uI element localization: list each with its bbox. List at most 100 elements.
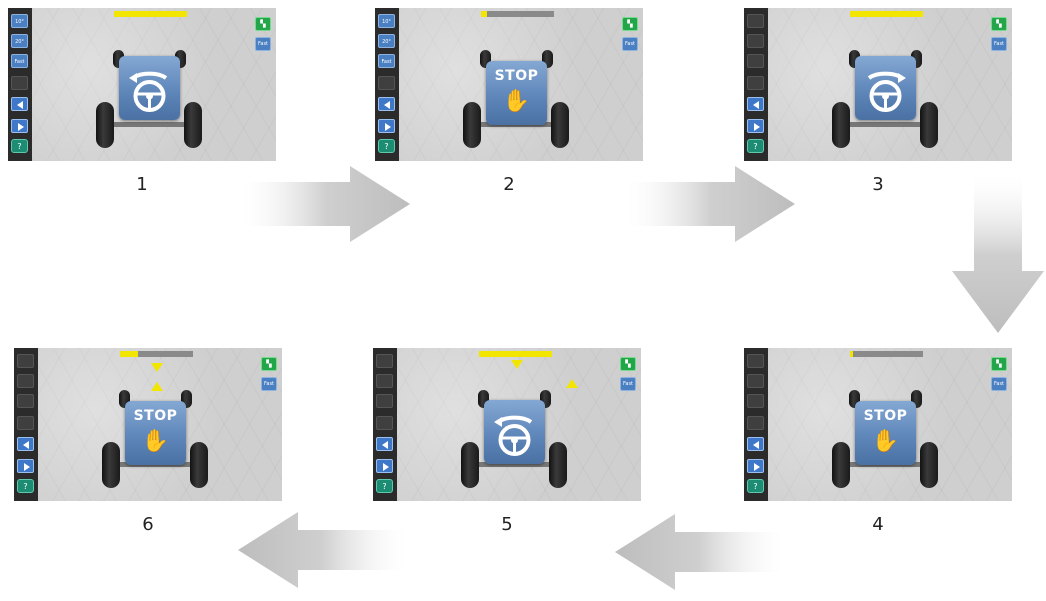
blank-button[interactable] xyxy=(747,54,764,68)
blank-button[interactable] xyxy=(17,394,34,408)
blank-button[interactable] xyxy=(378,76,395,90)
alignment-marker-top xyxy=(511,360,523,369)
help-icon: ? xyxy=(12,140,27,154)
progress-fill xyxy=(479,351,552,357)
step-6: ? ▚ Fast STOP ✋ 6 xyxy=(14,348,282,501)
help-button[interactable]: ? xyxy=(747,139,764,153)
car-diagram xyxy=(459,384,569,492)
forward-button[interactable] xyxy=(747,459,764,473)
stop-tile: STOP ✋ xyxy=(855,401,916,465)
blank-button[interactable] xyxy=(747,354,764,368)
flow-arrow-left-icon xyxy=(613,512,783,592)
blank-button[interactable] xyxy=(11,76,28,90)
right-toolbar: ▚ Fast xyxy=(261,357,277,397)
back-button[interactable] xyxy=(747,97,764,111)
arrow-left-icon xyxy=(384,101,390,109)
progress-fill xyxy=(120,351,138,357)
wheel-alignment-icon[interactable]: ▚ xyxy=(991,357,1007,371)
alignment-marker-top xyxy=(151,363,163,372)
fast-toggle-button[interactable]: Fast xyxy=(261,377,277,391)
wheel-alignment-icon[interactable]: ▚ xyxy=(255,17,271,31)
blank-button[interactable] xyxy=(376,354,393,368)
back-button[interactable] xyxy=(378,97,395,111)
rear-left-wheel xyxy=(832,102,850,148)
right-toolbar: ▚ Fast xyxy=(991,357,1007,397)
forward-button[interactable] xyxy=(11,119,28,133)
step-5: ? ▚ Fast 5 xyxy=(373,348,641,501)
right-toolbar: ▚ Fast xyxy=(991,17,1007,57)
help-button[interactable]: ? xyxy=(17,479,34,493)
arrow-right-icon xyxy=(18,123,24,131)
forward-button[interactable] xyxy=(17,459,34,473)
forward-button[interactable] xyxy=(747,119,764,133)
arrow-right-icon xyxy=(24,463,30,471)
back-button[interactable] xyxy=(11,97,28,111)
wheel-alignment-icon[interactable]: ▚ xyxy=(622,17,638,31)
angle-10-button[interactable]: 10° xyxy=(378,14,395,28)
screen-2: 10° 20° Fast ? ▚ Fast STOP ✋ xyxy=(375,8,643,161)
angle-10-button[interactable]: 10° xyxy=(11,14,28,28)
fast-button[interactable]: Fast xyxy=(378,54,395,68)
blank-button[interactable] xyxy=(376,374,393,388)
blank-button[interactable] xyxy=(747,394,764,408)
blank-button[interactable] xyxy=(747,34,764,48)
progress-bar xyxy=(481,11,554,17)
progress-fill xyxy=(850,351,853,357)
blank-button[interactable] xyxy=(747,374,764,388)
fast-toggle-button[interactable]: Fast xyxy=(991,377,1007,391)
fast-toggle-button[interactable]: Fast xyxy=(255,37,271,51)
blank-button[interactable] xyxy=(747,76,764,90)
fast-toggle-button[interactable]: Fast xyxy=(991,37,1007,51)
rear-axle xyxy=(114,122,184,127)
help-icon: ? xyxy=(748,480,763,494)
help-button[interactable]: ? xyxy=(376,479,393,493)
progress-fill xyxy=(850,11,923,17)
blank-button[interactable] xyxy=(17,374,34,388)
rear-left-wheel xyxy=(463,102,481,148)
rear-right-wheel xyxy=(549,442,567,488)
arrow-right-icon xyxy=(754,123,760,131)
car-diagram xyxy=(94,44,204,152)
car-diagram: STOP ✋ xyxy=(461,44,571,152)
blank-button[interactable] xyxy=(376,416,393,430)
wheel-alignment-icon[interactable]: ▚ xyxy=(620,357,636,371)
help-button[interactable]: ? xyxy=(747,479,764,493)
forward-button[interactable] xyxy=(376,459,393,473)
back-button[interactable] xyxy=(747,437,764,451)
sidebar: ? xyxy=(744,348,768,501)
angle-20-button[interactable]: 20° xyxy=(378,34,395,48)
blank-button[interactable] xyxy=(747,416,764,430)
blank-button[interactable] xyxy=(376,394,393,408)
progress-fill xyxy=(114,11,187,17)
screen-4: ? ▚ Fast STOP ✋ xyxy=(744,348,1012,501)
right-toolbar: ▚ Fast xyxy=(255,17,271,57)
screen-6: ? ▚ Fast STOP ✋ xyxy=(14,348,282,501)
back-button[interactable] xyxy=(17,437,34,451)
forward-button[interactable] xyxy=(378,119,395,133)
arrow-left-icon xyxy=(382,441,388,449)
fast-toggle-button[interactable]: Fast xyxy=(620,377,636,391)
fast-button[interactable]: Fast xyxy=(11,54,28,68)
back-button[interactable] xyxy=(376,437,393,451)
arrow-right-icon xyxy=(754,463,760,471)
stop-tile: STOP ✋ xyxy=(125,401,186,465)
car-diagram: STOP ✋ xyxy=(100,384,210,492)
blank-button[interactable] xyxy=(17,354,34,368)
rear-left-wheel xyxy=(461,442,479,488)
blank-button[interactable] xyxy=(747,14,764,28)
blank-button[interactable] xyxy=(17,416,34,430)
rear-left-wheel xyxy=(832,442,850,488)
flow-arrow-down-icon xyxy=(950,175,1046,335)
wheel-alignment-icon[interactable]: ▚ xyxy=(991,17,1007,31)
step-2: 10° 20° Fast ? ▚ Fast STOP ✋ 2 xyxy=(375,8,643,161)
help-button[interactable]: ? xyxy=(11,139,28,153)
sidebar: ? xyxy=(744,8,768,161)
angle-20-button[interactable]: 20° xyxy=(11,34,28,48)
wheel-alignment-icon[interactable]: ▚ xyxy=(261,357,277,371)
step-1: 10° 20° Fast ? ▚ Fast xyxy=(8,8,276,161)
hand-stop-icon: ✋ xyxy=(486,88,547,116)
fast-toggle-button[interactable]: Fast xyxy=(622,37,638,51)
screen-5: ? ▚ Fast xyxy=(373,348,641,501)
help-button[interactable]: ? xyxy=(378,139,395,153)
progress-bar xyxy=(850,11,923,17)
